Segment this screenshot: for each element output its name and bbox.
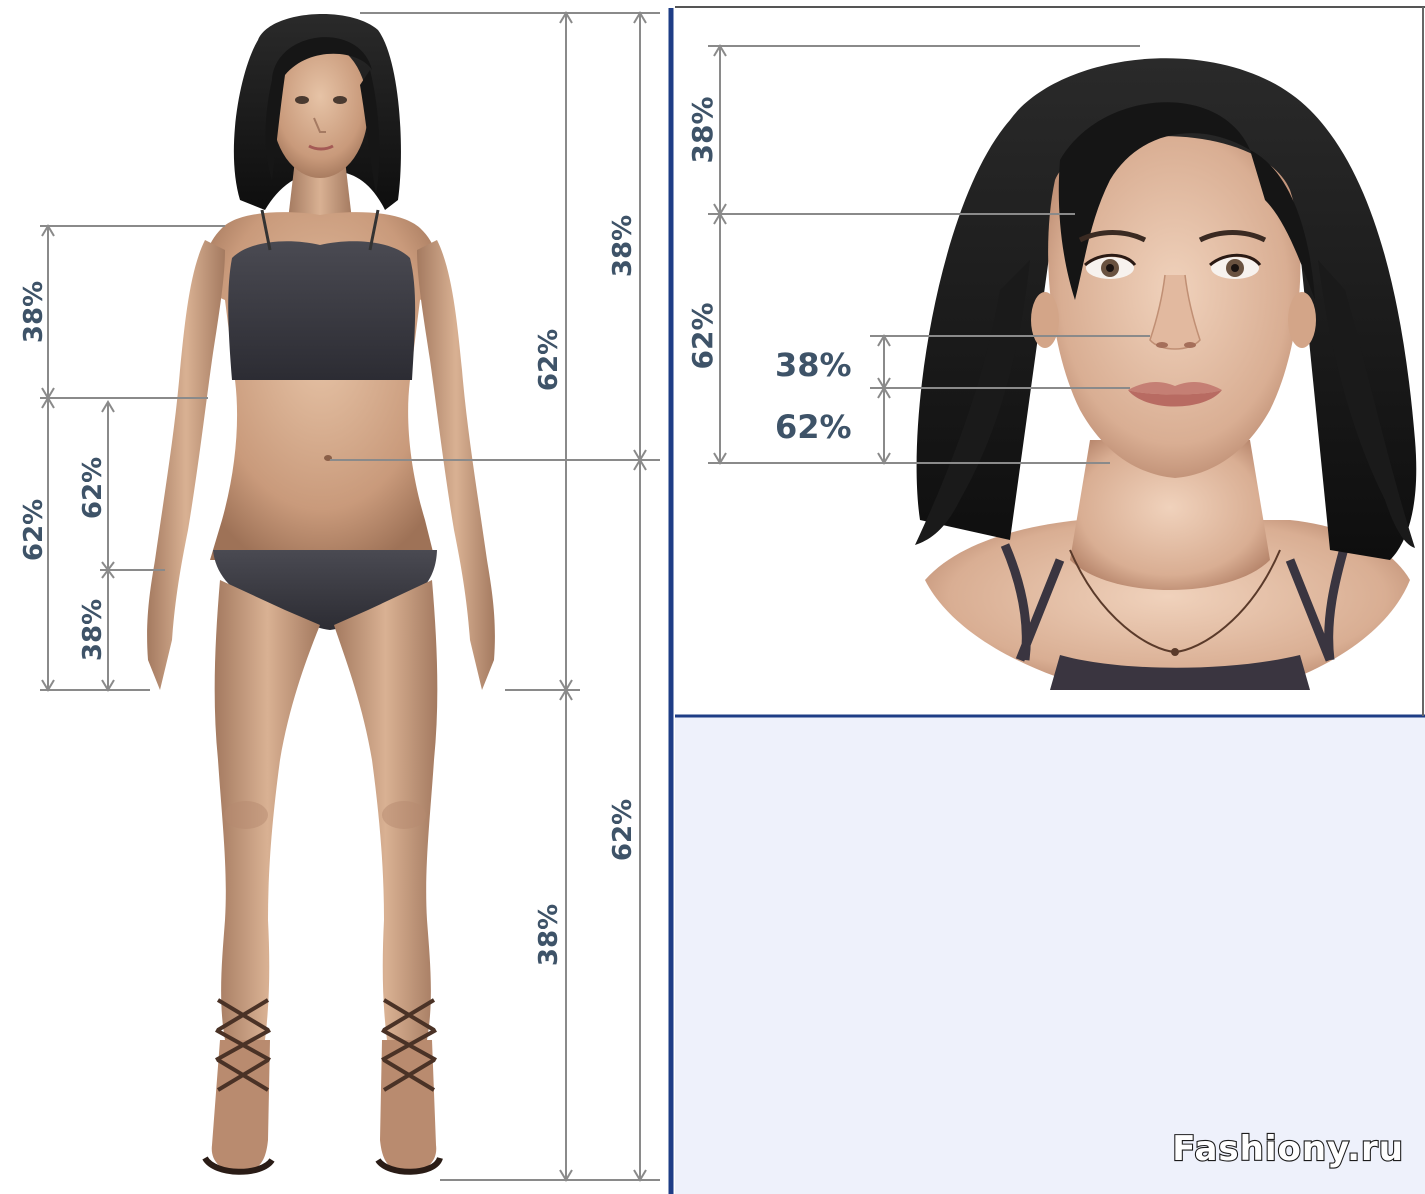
brow-to-chin-label: 62% [686,302,719,369]
watermark-logo: Fashiony.ru [1172,1129,1404,1169]
nose-to-mouth-label: 38% [775,346,852,384]
face-figure [915,58,1416,690]
torso-upper-label: 38% [19,281,49,343]
body-figure [147,14,495,1172]
col2-lower-label: 62% [608,799,638,861]
face-labels: 38% 62% 38% 62% [686,96,852,446]
mouth-to-chin-label: 62% [775,408,852,446]
hand-lower-label: 38% [78,599,108,661]
torso-lower-label: 62% [19,499,49,561]
hair-to-brow-label: 38% [686,96,719,163]
hand-upper-label: 62% [78,457,108,519]
lower-right-panel [675,716,1425,1194]
col1-lower-label: 38% [534,904,564,966]
col2-upper-label: 38% [608,215,638,277]
col1-upper-label: 62% [534,329,564,391]
